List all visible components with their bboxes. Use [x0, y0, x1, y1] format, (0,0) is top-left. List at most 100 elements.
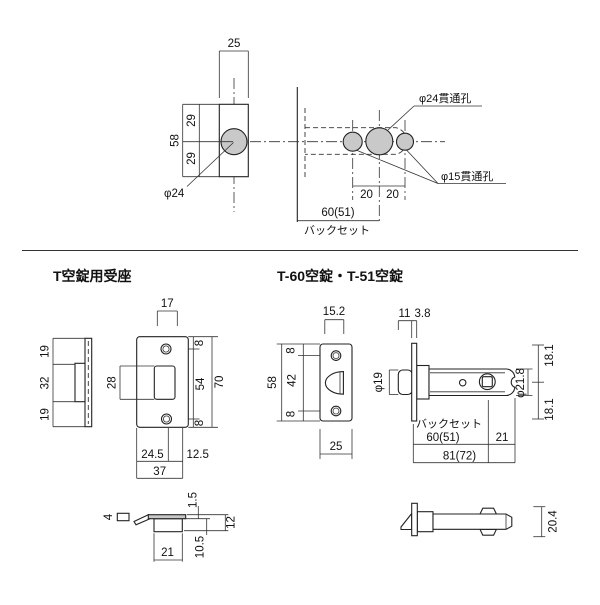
label-phi24-through-hole: φ24貫通孔: [419, 92, 471, 105]
dim-label-12.5: 12.5: [187, 449, 209, 461]
latch-top-view: 20.4: [400, 502, 560, 538]
dim-label-42: 42: [287, 374, 299, 387]
spring-catch-top: [479, 507, 498, 515]
spring-catch-bottom: [479, 528, 498, 536]
dim-label-21: 21: [161, 547, 174, 559]
collar-top-view: [416, 511, 434, 533]
faceplate-top-view: [411, 502, 418, 537]
dim-label-17: 17: [161, 298, 174, 310]
knob-front-view: 25 58 29 29 φ24: [164, 38, 249, 212]
dim-label-8-bottom: 8: [286, 411, 298, 417]
dim-label-3.8: 3.8: [415, 308, 431, 320]
dim-label-phi19: φ19: [373, 372, 385, 392]
screw-hole-bottom: [160, 413, 173, 425]
bolt-wedge: [400, 511, 413, 531]
dim-phi21.8: φ21.8: [515, 368, 533, 398]
dim-label-19-bottom: 19: [40, 408, 52, 421]
label-phi15-through-hole: φ15貫通孔: [441, 170, 493, 183]
spindle-square-hole: [481, 376, 493, 388]
dim-label-20-left: 20: [360, 189, 373, 201]
dim-21: 21: [153, 533, 183, 562]
tab-end-view: [116, 512, 130, 522]
screw-hole-top: [160, 343, 172, 355]
latch-side-view: 11 3.8 φ19 φ21.8 18.1 18.1: [373, 308, 556, 464]
dim-25-width: 25: [218, 38, 249, 98]
latch-section-title: T-60空錠・T-51空錠: [277, 268, 404, 284]
dim-phi19: φ19: [373, 369, 399, 395]
case-top-view: [432, 513, 513, 530]
dim-label-15.2: 15.2: [323, 306, 345, 318]
callout-phi24-hole: φ24貫通孔: [387, 92, 482, 131]
strike-front-view: 17 28 8 54 8 70 24.5 12.5: [107, 298, 226, 479]
dim-hole-pitch: 20 20: [352, 185, 405, 201]
dim-label-60-51: 60(51): [321, 207, 354, 219]
label-backset: バックセット: [416, 418, 482, 431]
dim-label-12: 12: [226, 516, 238, 529]
dim-backset-bottom: バックセット 60(51) 21 81(72): [412, 398, 516, 464]
through-hole-15-right: [395, 132, 415, 151]
dim-15.2: 15.2: [323, 306, 345, 334]
latch-collar: [416, 364, 430, 400]
dim-backset-top: 60(51) バックセット: [297, 207, 380, 237]
callout-phi15-hole: φ15貫通孔: [355, 149, 506, 184]
dim-label-8-top: 8: [286, 347, 298, 353]
dim-label-21: 21: [496, 432, 509, 444]
strike-side-view: 19 32 19: [40, 337, 93, 428]
dim-18.1-18.1: 18.1 18.1: [532, 344, 556, 421]
dim-label-19-top: 19: [40, 345, 52, 358]
dim-label-8-top: 8: [194, 340, 206, 346]
dim-label-37: 37: [153, 466, 166, 478]
dim-label-25: 25: [330, 441, 343, 453]
latch-case-tube: [428, 368, 516, 397]
label-backset: バックセット: [304, 224, 370, 237]
dim-label-phi24: φ24: [164, 188, 185, 200]
dim-label-70: 70: [214, 376, 226, 389]
latch-bolt-side: [397, 369, 413, 396]
latch-front-view: 15.2 8 42 8 58 25: [267, 306, 353, 459]
dim-label-54: 54: [195, 377, 207, 390]
latch-bolt-front: [324, 371, 344, 395]
dim-1.5-10.5-12: 1.5 10.5 12: [184, 492, 238, 558]
dim-label-58: 58: [170, 134, 182, 147]
dim-20.4: 20.4: [533, 506, 560, 538]
bent-tab: [133, 513, 151, 526]
dim-17: 17: [156, 298, 178, 326]
dim-label-20.4: 20.4: [548, 510, 560, 533]
strike-section-title: T空錠用受座: [53, 268, 132, 284]
case-hole: [458, 378, 467, 387]
door-edge-side-view: φ24貫通孔 φ15貫通孔 20 20 60(51) バックセット: [250, 87, 506, 237]
latch-faceplate-side: [411, 342, 418, 422]
dim-label-18.1-upper: 18.1: [544, 344, 556, 366]
dim-11-3.8: 11 3.8: [397, 308, 431, 338]
dim-label-11: 11: [399, 308, 411, 320]
dim-25-plate-width: 25: [319, 429, 353, 459]
dim-58-29-29: 58 29 29: [170, 103, 233, 178]
dim-label-60-51: 60(51): [426, 432, 459, 444]
dim-label-29-upper: 29: [186, 114, 198, 127]
dim-label-81-72: 81(72): [443, 451, 476, 463]
dim-label-29-lower: 29: [186, 152, 198, 165]
strike-box-side: [74, 362, 86, 403]
strike-box-detail-view: 4 21 1.5 10.5 12: [103, 492, 238, 562]
dim-label-phi21.8: φ21.8: [515, 368, 527, 398]
dim-label-18.1-lower: 18.1: [544, 398, 556, 420]
plate-section: [147, 514, 187, 520]
dim-label-20-right: 20: [386, 189, 399, 201]
latch-opening: [153, 365, 176, 400]
dim-19-32-19: 19 32 19: [40, 337, 85, 428]
dim-left-8-42-8-58: 8 42 8 58: [267, 343, 320, 422]
dim-label-8-bottom: 8: [194, 420, 206, 426]
dim-28: 28: [107, 365, 155, 400]
knob-diameter-callout: φ24: [164, 142, 234, 200]
through-hole-15-left: [342, 131, 363, 152]
dim-label-32: 32: [40, 377, 52, 390]
through-hole-24: [365, 127, 394, 156]
dim-right-8-54-8-70: 8 54 8 70: [188, 336, 226, 428]
dim-label-58: 58: [267, 376, 279, 389]
dust-box: [153, 518, 183, 533]
dim-label-4: 4: [103, 513, 115, 520]
dim-label-25: 25: [228, 38, 241, 50]
dim-label-24.5: 24.5: [141, 449, 163, 461]
